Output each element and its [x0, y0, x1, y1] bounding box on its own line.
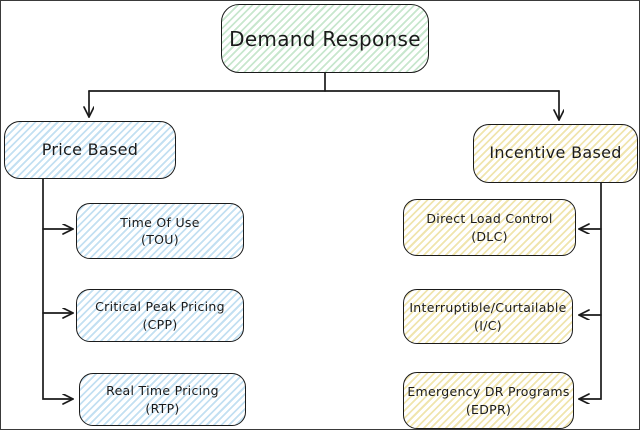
node-emergency-dr-programs: Emergency DR Programs (EDPR): [403, 372, 574, 429]
edge-to-edpr: [578, 182, 602, 399]
node-time-of-use: Time Of Use (TOU): [76, 203, 244, 259]
node-abbr: (CPP): [142, 316, 178, 332]
node-price-based: Price Based: [4, 121, 176, 179]
node-title: Interruptible/Curtailable: [409, 300, 567, 315]
node-abbr: (TOU): [141, 232, 179, 247]
node-label: Incentive Based: [489, 143, 622, 163]
node-demand-response: Demand Response: [221, 4, 429, 73]
node-abbr: (RTP): [145, 400, 180, 416]
node-title: Emergency DR Programs: [407, 384, 570, 399]
node-abbr: (I/C): [474, 317, 502, 333]
node-incentive-based: Incentive Based: [473, 124, 638, 183]
node-abbr: (DLC): [471, 228, 508, 244]
node-label: Demand Response: [229, 26, 421, 51]
node-title: Critical Peak Pricing: [95, 299, 225, 314]
node-critical-peak-pricing: Critical Peak Pricing (CPP): [76, 289, 244, 342]
node-real-time-pricing: Real Time Pricing (RTP): [79, 373, 246, 426]
node-title: Time Of Use: [120, 214, 200, 230]
node-interruptible-curtailable: Interruptible/Curtailable (I/C): [403, 289, 573, 344]
node-title: Direct Load Control: [426, 211, 553, 226]
node-title: Real Time Pricing: [106, 383, 219, 398]
node-direct-load-control: Direct Load Control (DLC): [403, 199, 576, 256]
edge-to-rtp: [42, 178, 74, 399]
node-label: Price Based: [41, 139, 139, 159]
node-abbr: (EDPR): [465, 401, 512, 417]
